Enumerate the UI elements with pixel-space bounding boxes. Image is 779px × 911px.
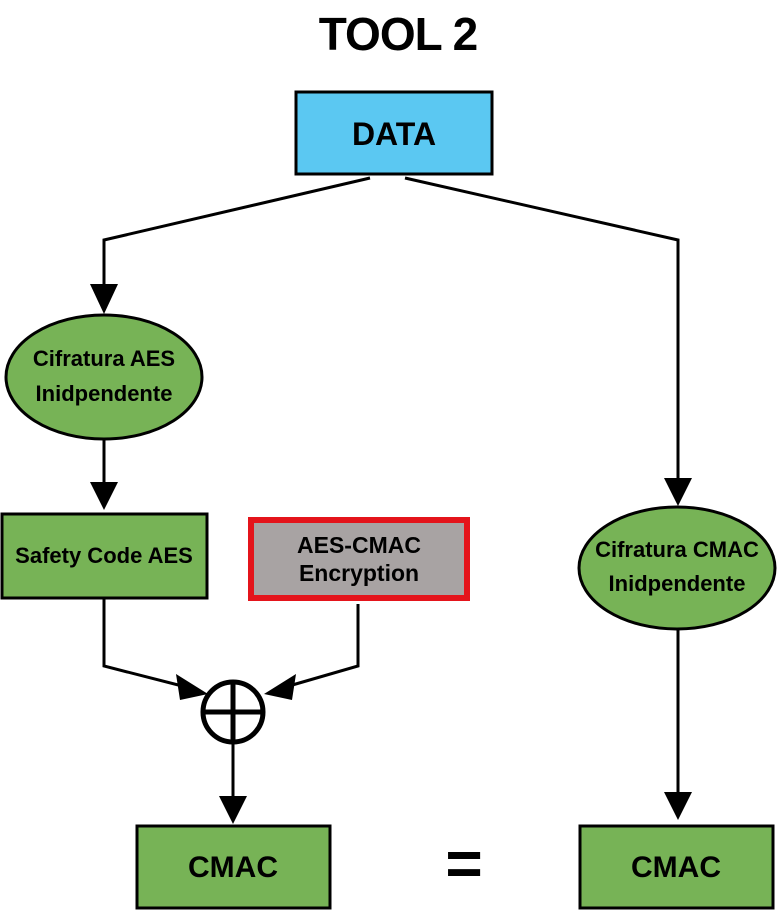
safety-code-box bbox=[0, 512, 209, 600]
safety-code-label: Safety Code AES bbox=[15, 543, 193, 568]
data-box bbox=[294, 90, 494, 176]
cmac-left-node: CMAC bbox=[135, 824, 332, 910]
arrow-data-to-aes-cipher bbox=[102, 176, 371, 290]
cmac-left-label: CMAC bbox=[188, 851, 278, 884]
aes-cipher-label-line1: Cifratura AES bbox=[33, 346, 175, 371]
cmac-left-box bbox=[135, 824, 332, 910]
cmac-cipher-ellipse bbox=[577, 505, 777, 631]
aes-cipher-node: Cifratura AES Inidpendente bbox=[4, 313, 204, 441]
arrowhead-aes-cipher bbox=[90, 284, 118, 314]
arrowhead-cmac-left bbox=[219, 796, 247, 824]
arrowhead-xor-left bbox=[176, 674, 208, 700]
arrowhead-safety-code bbox=[90, 482, 118, 510]
arrowhead-xor-right bbox=[264, 674, 296, 700]
arrowhead-cmac-right bbox=[664, 792, 692, 820]
aes-cipher-label-line2: Inidpendente bbox=[36, 381, 173, 406]
cmac-right-box bbox=[578, 824, 775, 910]
aes-cmac-node: AES-CMAC Encryption bbox=[248, 517, 470, 601]
arrow-safety-code-to-xor bbox=[102, 599, 191, 690]
xor-operator-icon bbox=[200, 679, 266, 745]
data-node: DATA bbox=[294, 90, 494, 176]
aes-cmac-box bbox=[254, 523, 464, 595]
cmac-right-label: CMAC bbox=[631, 851, 721, 884]
aes-cipher-ellipse bbox=[4, 313, 204, 441]
equals-sign: = bbox=[445, 827, 482, 899]
diagram-title: TOOL 2 bbox=[319, 8, 477, 60]
arrow-data-to-cmac-cipher bbox=[404, 176, 680, 484]
aes-cmac-label-line2: Encryption bbox=[299, 560, 419, 586]
arrowhead-cmac-cipher bbox=[664, 478, 692, 506]
cmac-cipher-label-line2: Inidpendente bbox=[609, 571, 746, 596]
cmac-cipher-node: Cifratura CMAC Inidpendente bbox=[577, 505, 777, 631]
arrow-aes-cmac-to-xor bbox=[281, 604, 360, 690]
data-label: DATA bbox=[352, 116, 436, 152]
aes-cmac-label-line1: AES-CMAC bbox=[297, 532, 421, 558]
cmac-cipher-label-line1: Cifratura CMAC bbox=[595, 537, 759, 562]
cmac-right-node: CMAC bbox=[578, 824, 775, 910]
safety-code-node: Safety Code AES bbox=[0, 512, 209, 600]
connectors bbox=[90, 176, 692, 824]
